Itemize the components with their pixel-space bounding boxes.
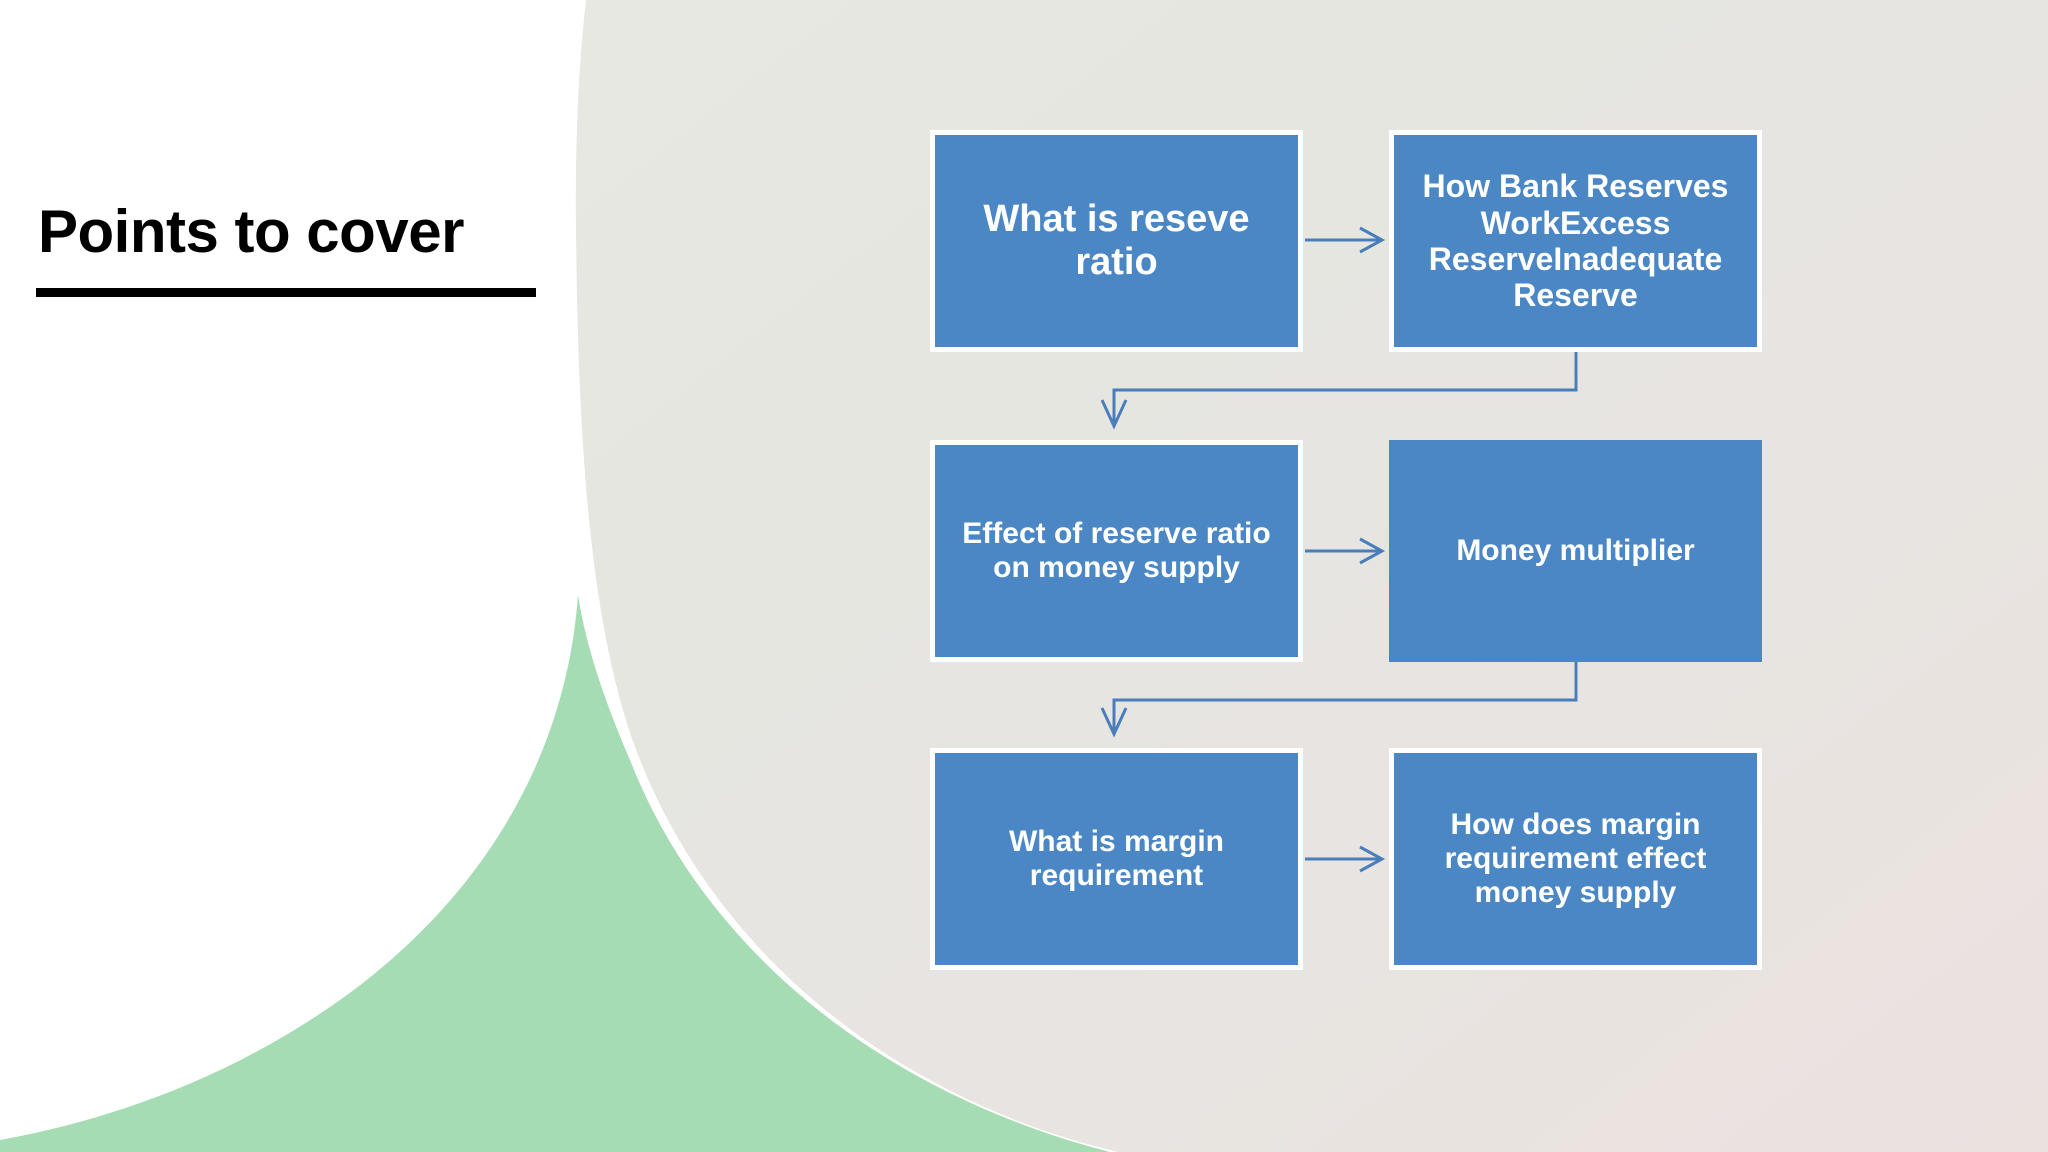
connector-n1-n2-arrowhead xyxy=(1359,226,1386,254)
connector-n4-n5 xyxy=(1112,662,1578,730)
flow-node-how-does-margin-requirement-effect-money-supply[interactable]: How does margin requirement effect money… xyxy=(1389,748,1762,970)
flow-node-effect-of-reserve-ratio[interactable]: Effect of reserve ratio on money supply xyxy=(930,440,1303,662)
connector-n4-n5-arrowhead xyxy=(1100,707,1128,738)
page-title-underline xyxy=(36,288,536,297)
connector-n2-n3-arrowhead xyxy=(1100,399,1128,430)
flow-node-how-bank-reserves-work[interactable]: How Bank Reserves WorkExcess ReserveInad… xyxy=(1389,130,1762,352)
flow-node-what-is-reserve-ratio[interactable]: What is reseve ratio xyxy=(930,130,1303,352)
connector-n5-n6-arrowhead xyxy=(1359,845,1386,873)
flow-node-money-multiplier[interactable]: Money multiplier xyxy=(1389,440,1762,662)
page-title: Points to cover xyxy=(38,198,464,265)
flow-node-what-is-margin-requirement[interactable]: What is margin requirement xyxy=(930,748,1303,970)
connector-n3-n4-arrowhead xyxy=(1359,537,1386,565)
connector-n2-n3 xyxy=(1112,352,1578,422)
